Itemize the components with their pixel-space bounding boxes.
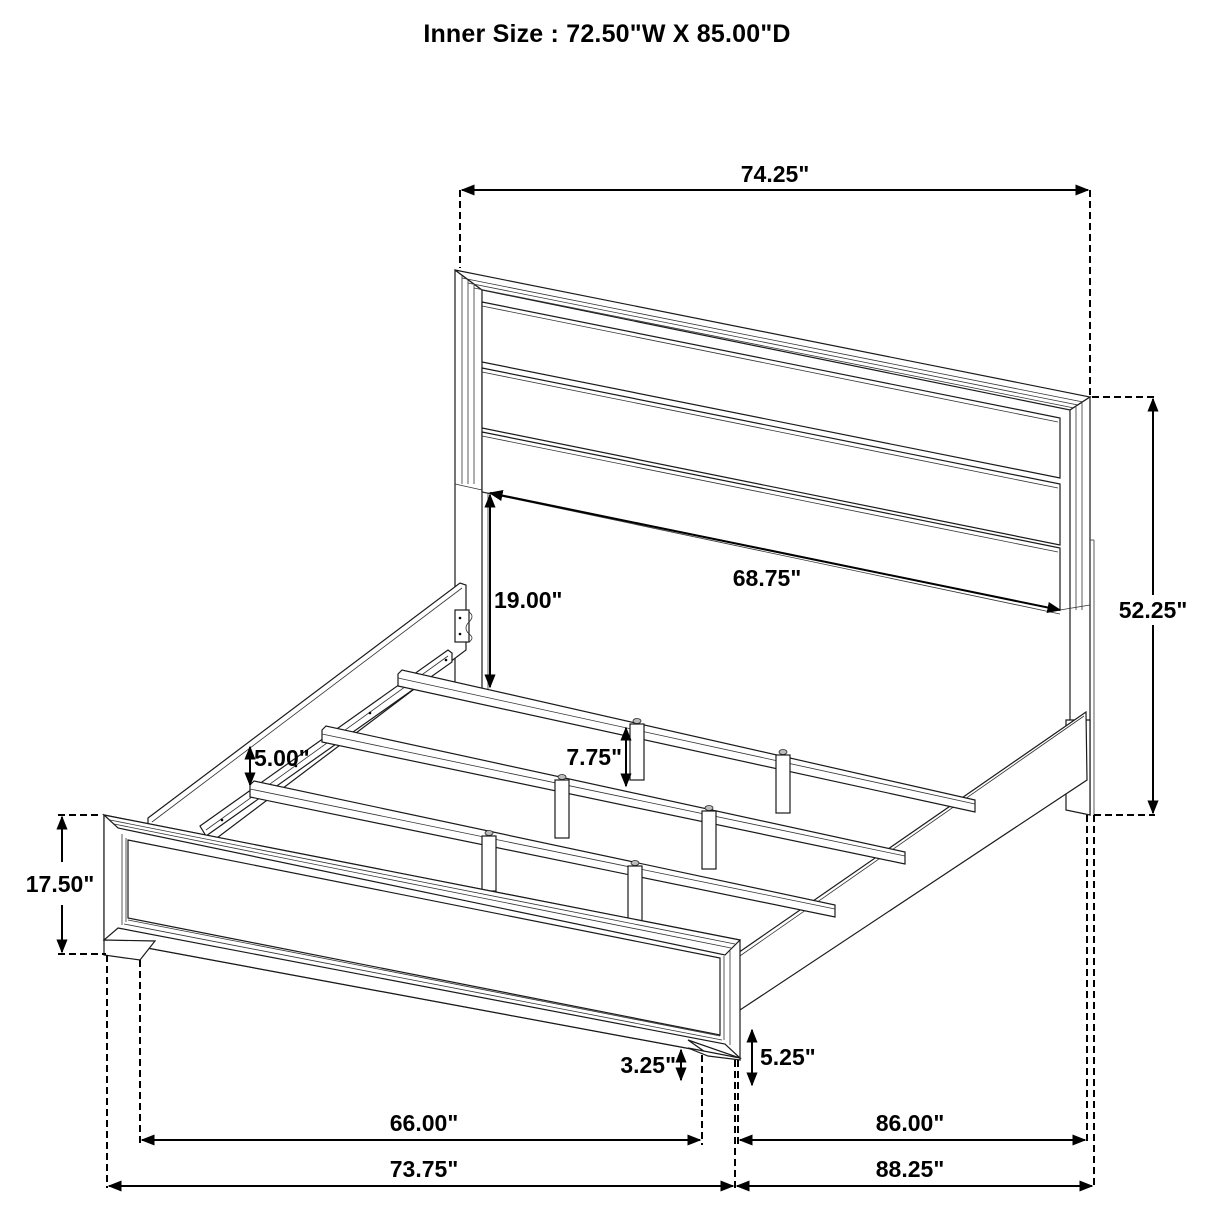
- headboard: [454, 268, 1095, 816]
- slat-support-height-label: 7.75": [566, 744, 622, 770]
- headboard-panel-width-label: 68.75": [733, 565, 801, 591]
- side-rail-height-label: 5.00": [254, 745, 310, 771]
- inner-size-title: Inner Size : 72.50"W X 85.00"D: [423, 20, 791, 48]
- footboard-height-label: 17.50": [26, 871, 94, 897]
- footboard: [102, 813, 742, 1061]
- rail-length-label: 86.00": [876, 1110, 944, 1136]
- footboard-overall-width-label: 73.75": [390, 1156, 458, 1182]
- overall-length-label: 88.25": [876, 1156, 944, 1182]
- side-rail-clearance-label: 5.25": [760, 1044, 816, 1070]
- headboard-height-label: 52.25": [1119, 597, 1187, 623]
- slats: [249, 669, 976, 922]
- footboard-leg-height-label: 3.25": [620, 1052, 676, 1078]
- headboard-clearance-label: 19.00": [494, 587, 562, 613]
- footboard-inner-width-label: 66.00": [390, 1110, 458, 1136]
- dimension-lines: [56, 184, 1159, 1192]
- headboard-width-label: 74.25": [741, 161, 809, 187]
